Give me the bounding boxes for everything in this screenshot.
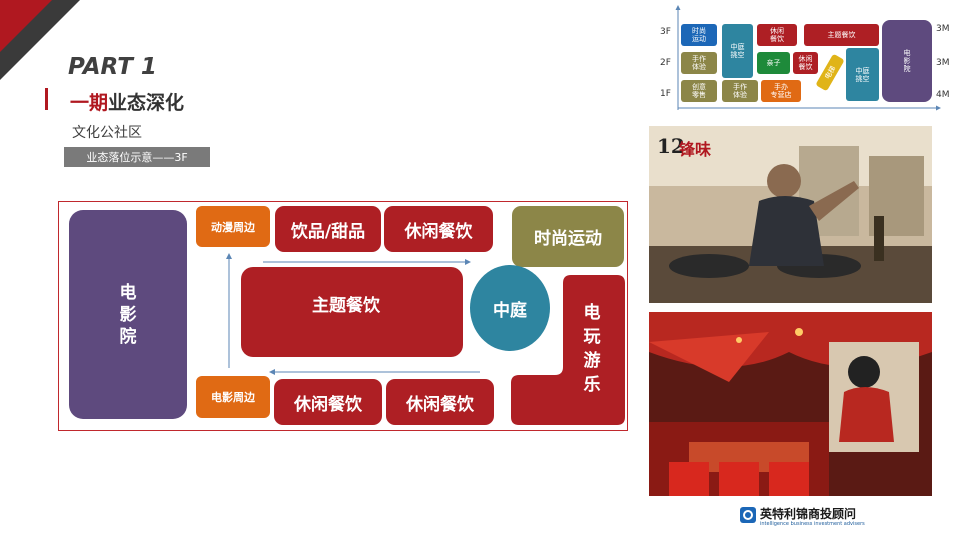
floor-label-3f: 3F	[660, 27, 671, 37]
brand-mark-icon	[740, 507, 756, 523]
mini-kids: 亲子	[757, 52, 790, 74]
arcade-label: 电 玩 游 乐	[583, 303, 601, 395]
mini-casual-dining-2f: 休闲 餐饮	[793, 52, 818, 74]
floor-plan-frame	[58, 201, 628, 431]
photo-themed-restaurant	[649, 312, 932, 496]
atrium-circle: 中庭	[470, 265, 550, 351]
mini-fashion-sports: 时尚 运动	[681, 24, 717, 46]
theme-dining-block: 主题餐饮	[241, 267, 463, 357]
photo-chef-kitchen: 12 锋味	[649, 126, 932, 303]
mini-handcraft-2f: 手作 体验	[681, 52, 717, 74]
casual-dining-top-block: 休闲餐饮	[384, 206, 493, 252]
mini-creative-retail: 创意 零售	[681, 80, 717, 102]
fashion-sports-block: 时尚运动	[512, 206, 624, 267]
photo-logo-text: 锋味	[679, 140, 712, 159]
height-label-1f: 4M	[936, 90, 950, 100]
arcade-block: 电 玩 游 乐	[511, 275, 627, 425]
drinks-dessert-block: 饮品/甜品	[275, 206, 381, 252]
mini-theme-dining: 主题餐饮	[804, 24, 879, 46]
title-highlight: 一期	[70, 92, 109, 114]
height-label-2f: 3M	[936, 58, 950, 68]
mini-handmade-shop: 手办 专营店	[761, 80, 801, 102]
section-tag: 业态落位示意——3F	[64, 147, 210, 167]
movie-merch-block: 电影周边	[196, 376, 270, 418]
brand-tagline: intelligence business investment adviser…	[760, 521, 865, 527]
brand-name: 英特利锦商投顾问	[760, 507, 857, 521]
mini-atrium-b: 中庭 挑空	[846, 48, 879, 101]
part-label: PART 1	[68, 54, 157, 80]
mini-handcraft-1f: 手作 体验	[722, 80, 758, 102]
mini-casual-dining-3f: 休闲 餐饮	[757, 24, 797, 46]
corner-decoration-red	[0, 0, 52, 52]
height-label-3f: 3M	[936, 24, 950, 34]
photo-logo-number: 12	[657, 134, 685, 158]
page-title: 一期业态深化	[70, 88, 184, 115]
mini-cinema: 电 影 院	[882, 20, 932, 102]
anime-merch-block: 动漫周边	[196, 206, 270, 247]
floor-label-1f: 1F	[660, 89, 671, 99]
cinema-block: 电 影 院	[69, 210, 187, 419]
floor-legend: 3F 2F 1F 3M 3M 4M 时尚 运动 中庭 挑空 休闲 餐饮 主题餐饮…	[650, 0, 960, 112]
title-accent-bar	[45, 88, 48, 110]
theme-dining-label: 主题餐饮	[312, 296, 380, 316]
page-subtitle: 文化公社区	[72, 125, 142, 141]
mini-atrium-a: 中庭 挑空	[722, 24, 753, 78]
brand-logo: 英特利锦商投顾问 intelligence business investmen…	[740, 505, 880, 529]
floor-label-2f: 2F	[660, 58, 671, 68]
casual-dining-bottom-1: 休闲餐饮	[274, 379, 382, 425]
title-rest: 业态深化	[108, 92, 185, 114]
casual-dining-bottom-2: 休闲餐饮	[386, 379, 494, 425]
legend-axes	[675, 5, 941, 111]
